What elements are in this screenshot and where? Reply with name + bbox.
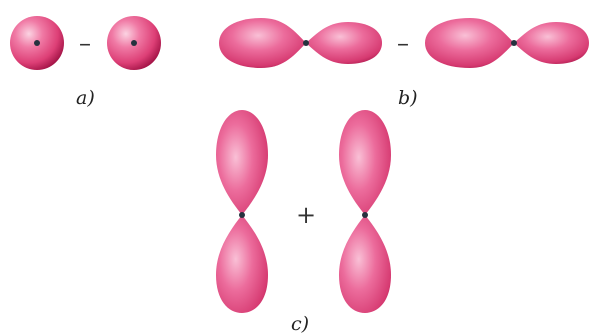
lobe	[425, 18, 514, 68]
nucleus-dot	[34, 40, 40, 46]
caption-b: b)	[398, 89, 418, 108]
p-orbital-horizontal-left	[219, 18, 382, 68]
nucleus-dot	[303, 40, 309, 46]
nucleus-dot	[239, 212, 245, 218]
lobe	[306, 22, 382, 64]
nucleus-dot	[362, 212, 368, 218]
lobe	[216, 110, 268, 215]
minus-operator-a: –	[79, 31, 91, 55]
caption-a: a)	[76, 89, 95, 108]
s-orbital-right	[107, 16, 161, 70]
minus-operator-b: –	[397, 31, 409, 55]
lobe	[514, 22, 589, 64]
p-orbital-vertical-left	[216, 110, 268, 313]
lobe	[339, 110, 391, 215]
caption-c: c)	[291, 315, 309, 334]
nucleus-dot	[131, 40, 137, 46]
nucleus-dot	[511, 40, 517, 46]
lobe	[339, 215, 391, 313]
p-orbital-vertical-right	[339, 110, 391, 313]
s-orbital-left	[10, 16, 64, 70]
lobe	[216, 215, 268, 313]
p-orbital-horizontal-right	[425, 18, 589, 68]
lobe	[219, 18, 306, 68]
plus-operator-c: +	[296, 203, 316, 227]
